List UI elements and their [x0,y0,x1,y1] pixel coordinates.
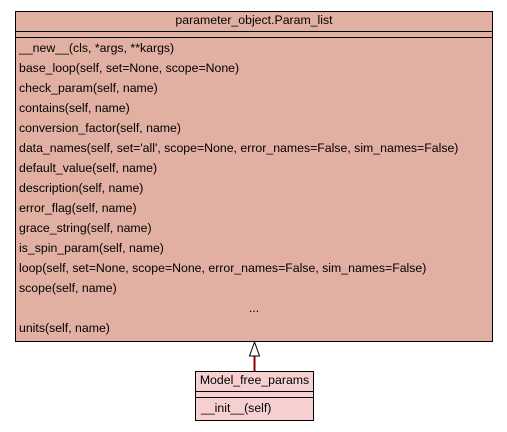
method-item: __init__(self) [201,401,272,415]
inheritance-arrowhead [248,340,261,357]
method-item: units(self, name) [19,321,110,335]
method-item: contains(self, name) [19,101,130,115]
method-item: is_spin_param(self, name) [19,241,164,255]
method-item: loop(self, set=None, scope=None, error_n… [19,261,427,275]
method-item: grace_string(self, name) [19,221,152,235]
method-item: data_names(self, set='all', scope=None, … [19,141,459,155]
header-divider [16,31,492,32]
method-item: description(self, name) [19,181,144,195]
class-name: Model_free_params [199,373,310,387]
method-item: error_flag(self, name) [19,201,137,215]
class-box-model-free-params: Model_free_params __init__(self) [195,371,314,421]
method-ellipsis: ... [248,301,260,315]
class-box-param-list: parameter_object.Param_list __new__(cls,… [15,11,493,342]
method-item: conversion_factor(self, name) [19,121,181,135]
method-item: default_value(self, name) [19,161,158,175]
attributes-divider [16,37,492,38]
method-item: check_param(self, name) [19,81,158,95]
attributes-divider [196,397,313,398]
method-item: base_loop(self, set=None, scope=None) [19,61,240,75]
header-divider [196,391,313,392]
method-item: __new__(cls, *args, **kargs) [19,41,175,55]
class-name: parameter_object.Param_list [175,13,333,27]
method-item: scope(self, name) [19,281,117,295]
